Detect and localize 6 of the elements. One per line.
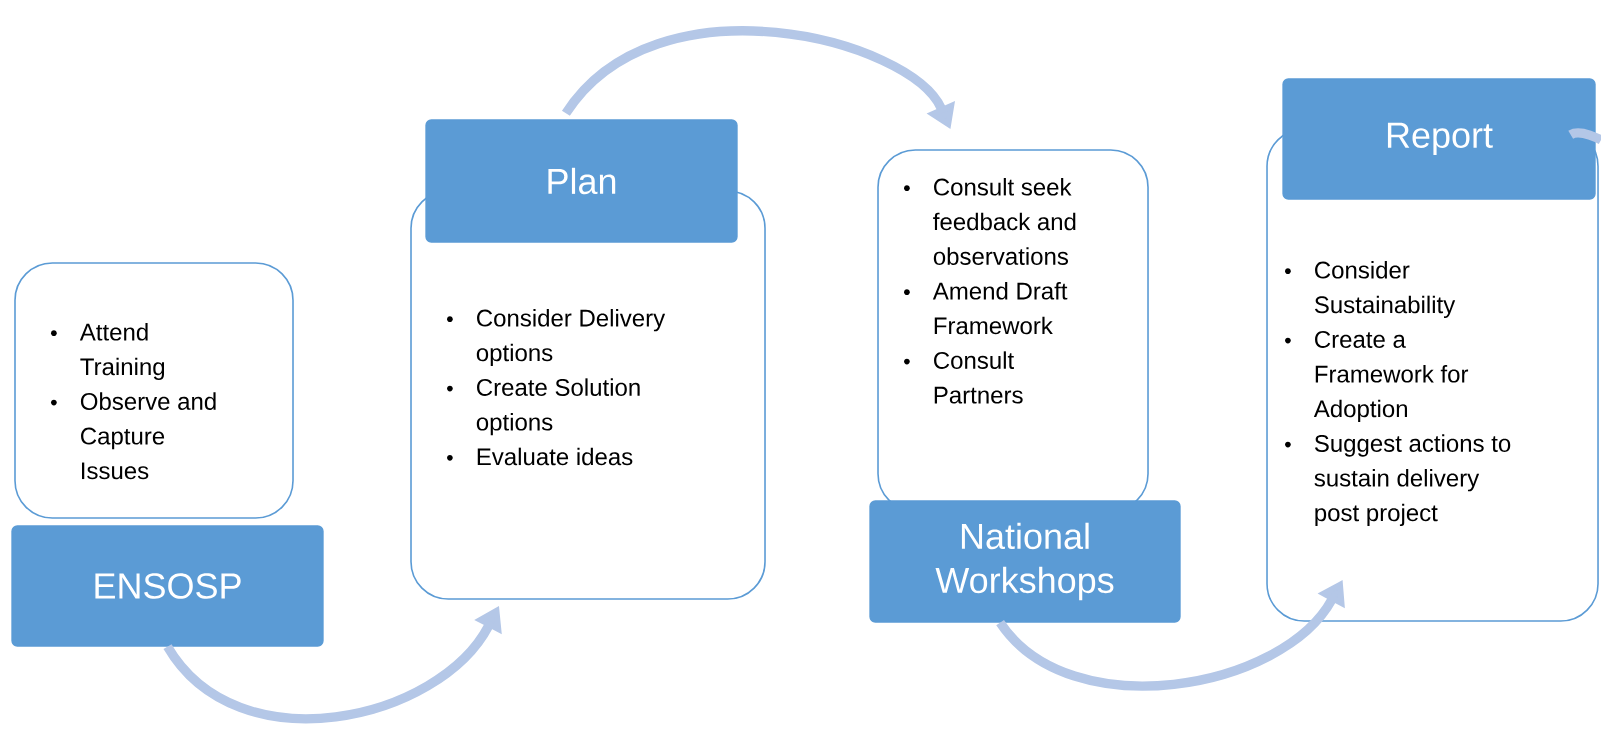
- header-box: National Workshops: [869, 500, 1181, 623]
- header-box: Report: [1282, 78, 1596, 200]
- header-box: ENSOSP: [11, 525, 324, 647]
- header-box: Plan: [425, 119, 738, 243]
- content-box: Consult seek feedback and observations Amend Draft Framework Consult Partners: [877, 149, 1149, 512]
- content-box: Attend Training Observe and Capture Issues: [14, 262, 294, 519]
